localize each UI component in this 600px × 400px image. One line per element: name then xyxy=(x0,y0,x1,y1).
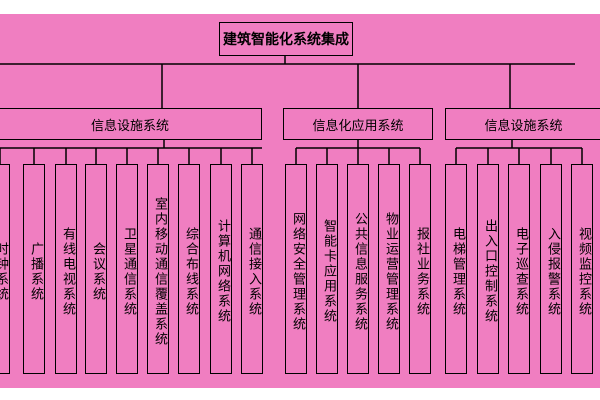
leaf-conference-system: 会议系统 xyxy=(85,164,107,374)
group-node-info-application: 信息化应用系统 xyxy=(283,108,433,140)
leaf-intrusion-alarm-system: 入侵报警系统 xyxy=(540,164,562,374)
leaf-indoor-mobile-system: 室内移动通信覆盖系统 xyxy=(147,164,169,374)
leaf-smart-card-system: 智能卡应用系统 xyxy=(316,164,338,374)
group-node-info-facilities-security: 信息设施系统 xyxy=(445,108,600,140)
leaf-property-management-system: 物业运营管理系统 xyxy=(378,164,400,374)
leaf-entrance-control-system: 出入口控制系统 xyxy=(477,164,499,374)
leaf-cable-tv-system: 有线电视系统 xyxy=(55,164,77,374)
leaf-public-info-system: 公共信息服务系统 xyxy=(347,164,369,374)
leaf-cabling-system: 综合布线系统 xyxy=(178,164,200,374)
leaf-broadcast-system: 广播系统 xyxy=(23,164,45,374)
root-node: 建筑智能化系统集成 xyxy=(219,22,353,56)
leaf-video-surveillance-system: 视频监控系统 xyxy=(571,164,593,374)
group-node-info-facilities: 信息设施系统 xyxy=(0,108,262,140)
leaf-clock-system: 时钟系统 xyxy=(0,164,10,374)
leaf-access-system: 通信接入系统 xyxy=(241,164,263,374)
leaf-satellite-system: 卫星通信系统 xyxy=(116,164,138,374)
leaf-elevator-system: 电梯管理系统 xyxy=(445,164,467,374)
leaf-newspaper-business-system: 报社业务系统 xyxy=(409,164,431,374)
leaf-patrol-system: 电子巡查系统 xyxy=(508,164,530,374)
leaf-network-security-system: 网络安全管理系统 xyxy=(285,164,307,374)
leaf-computer-network-system: 计算机网络系统 xyxy=(210,164,232,374)
